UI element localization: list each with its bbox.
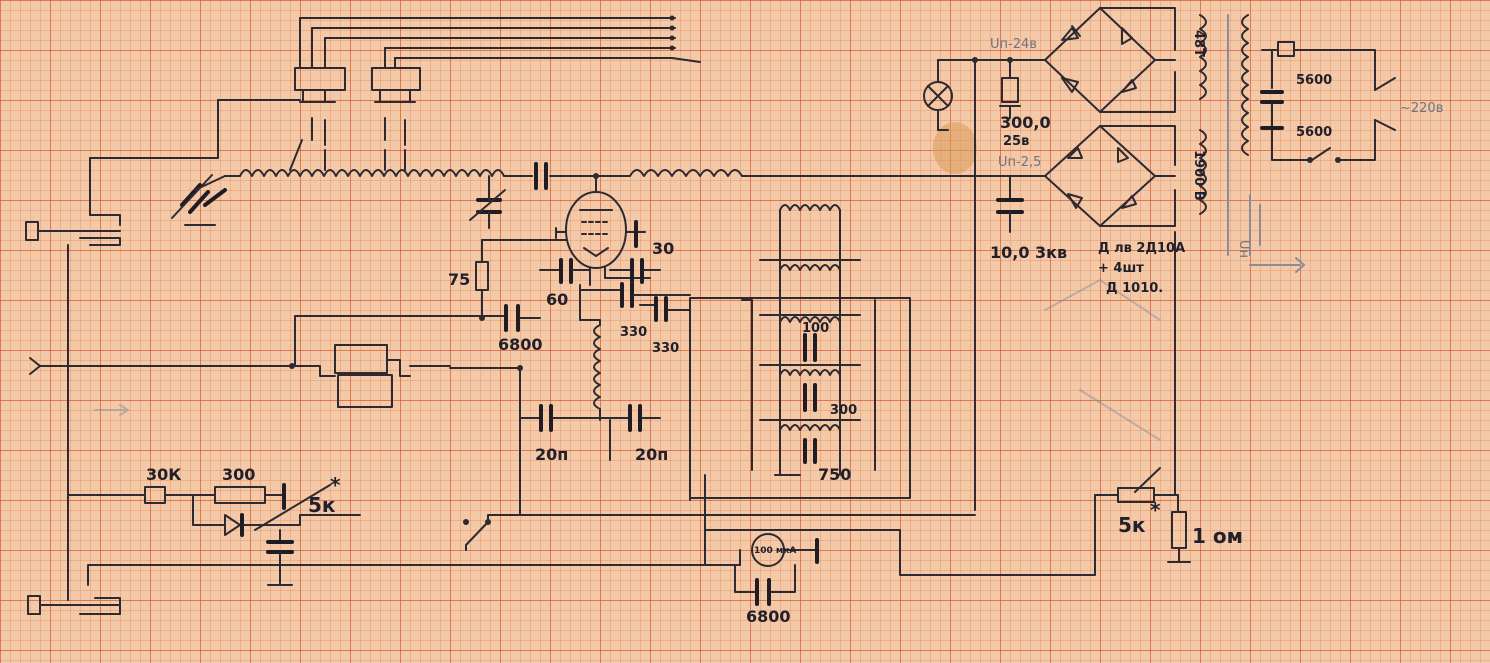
label-6800-meter: 6800: [746, 607, 791, 626]
label-mains: ~220в: [1400, 101, 1443, 116]
microammeter: [704, 474, 819, 606]
variable-capacitors: [89, 157, 506, 229]
band-switch-lines: [299, 15, 701, 69]
paper-stain: [933, 122, 977, 174]
grid-circuit: [475, 239, 691, 322]
left-bus: [67, 244, 361, 586]
output-filter: [689, 204, 911, 501]
crystal-block: [29, 315, 523, 516]
label-5600-b: 5600: [1296, 125, 1332, 140]
transformer: [1199, 14, 1306, 273]
label-5600-a: 5600: [1296, 73, 1332, 88]
label-75: 75: [448, 270, 470, 289]
label-diodes-b: + 4шт: [1098, 261, 1144, 276]
filter-caps: [937, 57, 1046, 511]
label-u-mid: Uп-2,5: [998, 155, 1041, 170]
label-330-b: 330: [652, 341, 679, 356]
label-winding-48t: 48Т: [1191, 30, 1206, 57]
label-filament: Uн: [1236, 240, 1251, 258]
label-diodes-c: Д 1010.: [1106, 281, 1163, 296]
label-meter: 100 мкА: [754, 546, 796, 556]
cathode-choke: [519, 319, 661, 461]
label-star-a: *: [330, 473, 341, 497]
label-300: 300: [222, 465, 255, 484]
label-30: 30: [652, 239, 674, 258]
label-60: 60: [546, 290, 568, 309]
label-1-ohm: 1 ом: [1192, 524, 1243, 548]
relay-coil-left: [294, 67, 346, 91]
label-5k-pot: 5к: [308, 493, 336, 517]
label-330-a: 330: [620, 325, 647, 340]
label-star-b: *: [1150, 498, 1161, 522]
relay-coil-right: [371, 67, 421, 91]
label-10-3kv: 10,0 3кв: [990, 243, 1067, 262]
label-20p-a: 20п: [535, 445, 568, 464]
label-30k: 30К: [146, 465, 181, 484]
antenna-jack-top: [25, 214, 121, 246]
output-coupling: [503, 162, 1011, 193]
relay-contacts: [217, 89, 416, 171]
label-300-0: 300,0: [1000, 113, 1051, 132]
label-100: 100: [802, 321, 829, 336]
diode-bridge-top: [1044, 7, 1176, 113]
label-25v: 25в: [1003, 134, 1029, 149]
label-diodes-a: Д лв 2Д10А: [1098, 241, 1185, 256]
tank-coil: [89, 157, 533, 177]
label-750: 750: [818, 465, 851, 484]
current-shunt: [704, 231, 1191, 576]
label-u-top: Uп-24в: [990, 37, 1037, 52]
label-20p-b: 20п: [635, 445, 668, 464]
mains-input: [1260, 41, 1396, 163]
key-switch: [463, 514, 976, 551]
bulb: [923, 59, 953, 131]
label-winding-1900: 1900 В: [1191, 150, 1206, 201]
cap-6800-grid: [294, 304, 541, 332]
pencil-sketch: [94, 278, 1161, 441]
antenna-jack-bottom: [27, 494, 741, 615]
label-300-filter: 300: [830, 403, 857, 418]
label-6800-grid: 6800: [498, 335, 543, 354]
label-5k-shunt: 5к: [1118, 513, 1146, 537]
diode-bridge-bottom: [1009, 125, 1176, 227]
vacuum-tube: [555, 191, 651, 286]
